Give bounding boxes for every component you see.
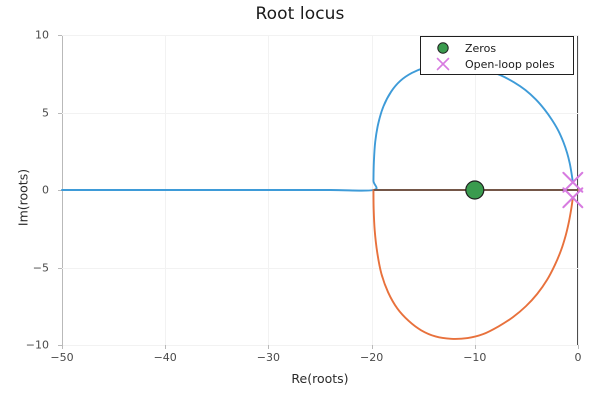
locus-branch-2 xyxy=(372,189,574,340)
locus-branch-1 xyxy=(61,63,574,192)
y-tick-label: 10 xyxy=(35,28,49,42)
x-tick-label: −10 xyxy=(463,351,487,364)
legend-entry-poles: Open-loop poles xyxy=(421,55,573,73)
x-axis-label: Re(roots) xyxy=(291,371,349,386)
x-tick-label: −50 xyxy=(50,351,74,364)
y-tick xyxy=(58,345,62,346)
legend-label-zeros: Zeros xyxy=(465,41,497,55)
gridline-horizontal xyxy=(62,345,578,346)
gridline-horizontal xyxy=(62,112,578,114)
pole-marker-icon xyxy=(421,55,465,73)
x-tick-label: −40 xyxy=(153,351,177,364)
x-tick xyxy=(578,345,579,349)
legend-label-poles: Open-loop poles xyxy=(465,57,555,71)
y-tick xyxy=(58,267,62,269)
y-tick-label: 0 xyxy=(42,183,49,197)
y-tick-label: −5 xyxy=(32,261,49,274)
x-tick xyxy=(474,345,476,349)
x-tick-label: −30 xyxy=(256,351,280,364)
y-tick-label: 5 xyxy=(42,106,49,119)
x-tick-label: 0 xyxy=(574,351,582,364)
x-tick-label: −20 xyxy=(359,351,384,364)
zero-marker-icon xyxy=(421,39,465,57)
gridline-horizontal xyxy=(62,35,578,36)
pole-marker xyxy=(562,171,584,193)
y-tick xyxy=(58,190,62,191)
y-axis-label: Im(roots) xyxy=(15,168,31,227)
y-tick xyxy=(58,112,62,114)
x-tick xyxy=(62,345,63,349)
legend-entry-zeros: Zeros xyxy=(421,39,573,57)
x-tick xyxy=(268,345,270,349)
y-tick xyxy=(58,35,62,36)
x-tick xyxy=(371,345,373,349)
x-tick xyxy=(165,345,167,349)
gridline-horizontal xyxy=(62,267,578,269)
legend: Zeros Open-loop poles xyxy=(420,36,574,75)
y-tick-label: −10 xyxy=(25,338,49,352)
zero-marker xyxy=(465,180,485,200)
chart-title: Root locus xyxy=(255,4,345,24)
pole-marker xyxy=(562,187,584,209)
